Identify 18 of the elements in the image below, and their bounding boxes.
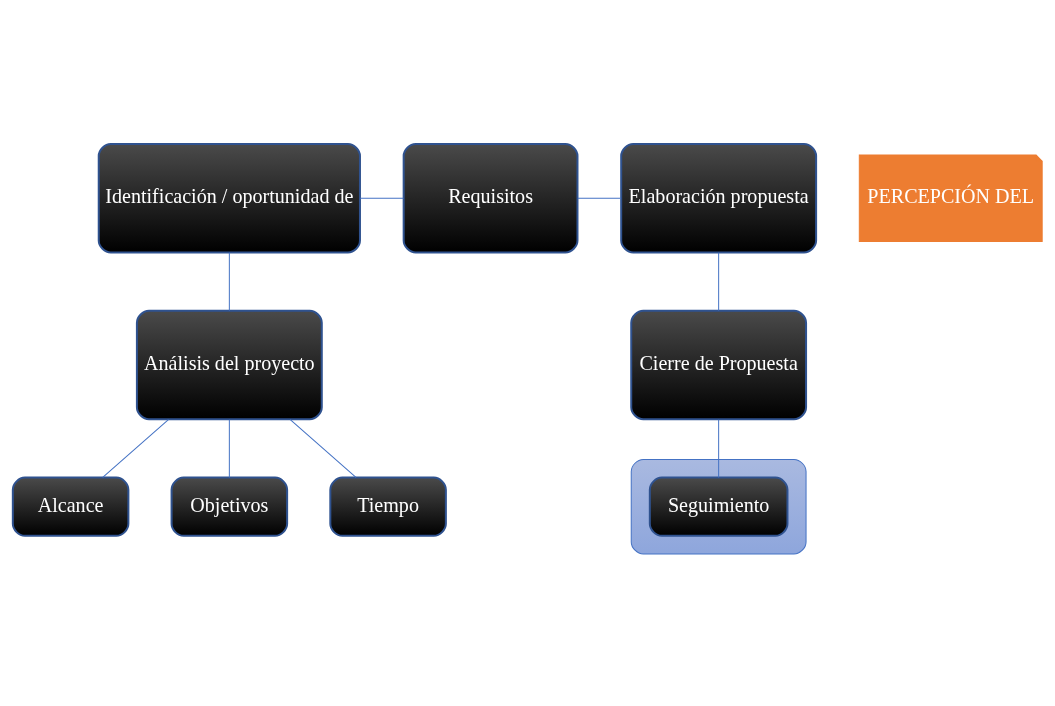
connector <box>359 197 404 199</box>
connector <box>577 197 622 199</box>
node-box: Identificación / oportunidad de <box>97 143 361 254</box>
connector <box>228 252 230 312</box>
node-box: Elaboración propuesta <box>620 143 818 254</box>
connector <box>102 419 169 478</box>
cluster <box>630 459 807 555</box>
node-box: Objetivos <box>170 476 289 537</box>
node-box: Cierre de Propuesta <box>630 309 808 421</box>
connector <box>718 419 720 478</box>
connector <box>228 419 230 478</box>
node-box: Análisis del proyecto <box>135 309 323 421</box>
connector <box>718 252 720 312</box>
node-box: Tiempo <box>329 476 447 537</box>
node-box: Seguimiento <box>648 476 789 537</box>
node-box: Alcance <box>11 476 130 537</box>
node-box: Requisitos <box>402 143 579 254</box>
connector <box>289 419 357 478</box>
